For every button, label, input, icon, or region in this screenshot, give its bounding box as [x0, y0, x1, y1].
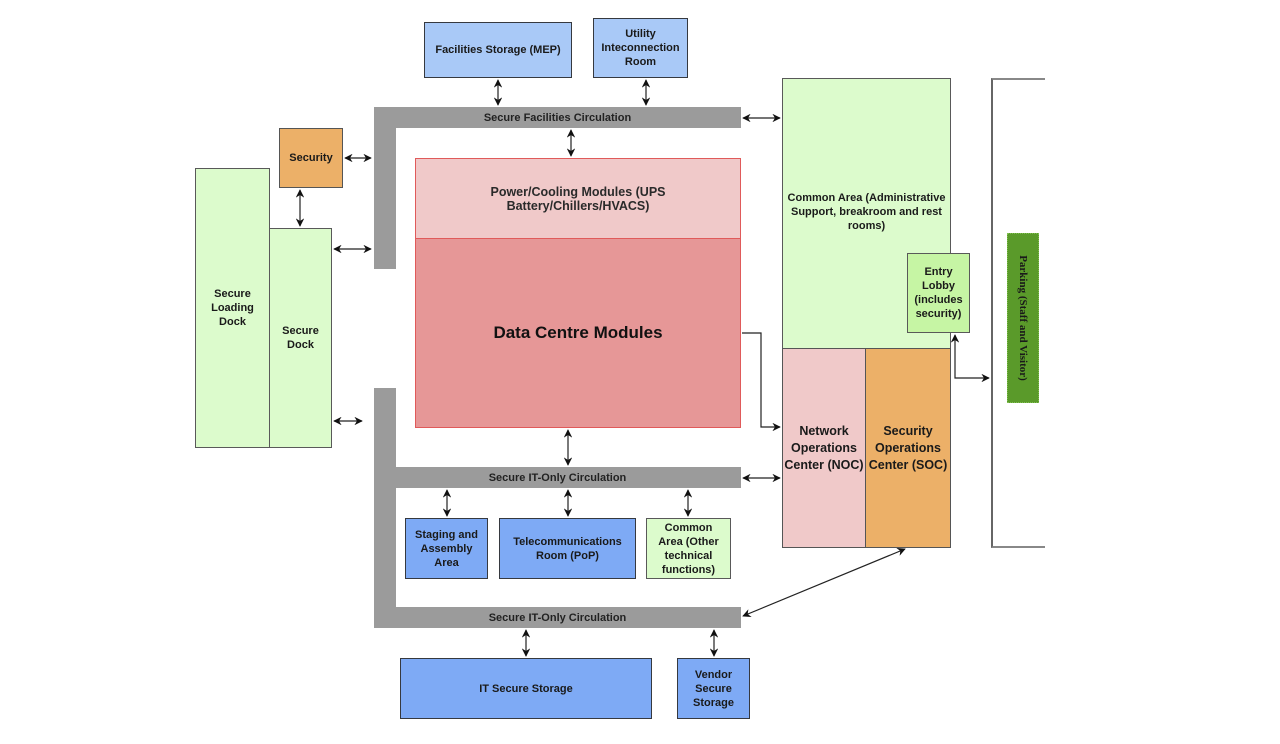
- facilities-storage-node: Facilities Storage (MEP): [424, 22, 572, 78]
- security-label: Security: [289, 152, 333, 164]
- it-circulation-bar-1: Secure IT-Only Circulation: [374, 467, 741, 488]
- edge-lobby-parking: [950, 334, 990, 383]
- common-area-admin-node: Common Area (Administrative Support, bre…: [782, 78, 951, 349]
- facilities-storage-label: Facilities Storage (MEP): [435, 44, 561, 56]
- secure-dock-label: Secure Dock: [282, 325, 319, 351]
- entry-lobby-node: Entry Lobby (includes security): [907, 253, 970, 333]
- it-circulation-spine: [374, 388, 396, 628]
- parking-node: Parking (Staff and Visitor): [1007, 233, 1039, 403]
- vendor-storage-label: Vendor Secure Storage: [693, 668, 734, 709]
- common-area-tech-node: Common Area (Other technical functions): [646, 518, 731, 579]
- data-centre-label: Data Centre Modules: [493, 323, 663, 342]
- noc-label: Network Operations Center (NOC): [784, 423, 864, 472]
- secure-loading-dock-label: Secure Loading Dock: [211, 288, 254, 328]
- soc-node: Security Operations Center (SOC): [865, 348, 951, 548]
- it-circulation-bar-2: Secure IT-Only Circulation: [374, 607, 741, 628]
- telecom-label: Telecommunications Room (PoP): [513, 535, 622, 562]
- facilities-circulation-label: Secure Facilities Circulation: [483, 111, 632, 124]
- power-cooling-node: Power/Cooling Modules (UPS Battery/Chill…: [415, 158, 741, 239]
- facilities-circulation-spine: [374, 107, 396, 269]
- utility-room-node: Utility Inteconnection Room: [593, 18, 688, 78]
- soc-label: Security Operations Center (SOC): [868, 423, 948, 472]
- utility-room-label: Utility Inteconnection Room: [601, 28, 680, 68]
- noc-node: Network Operations Center (NOC): [782, 348, 866, 548]
- staging-label: Staging and Assembly Area: [415, 528, 478, 569]
- it-circulation-label-1: Secure IT-Only Circulation: [488, 471, 627, 484]
- it-circulation-label-2: Secure IT-Only Circulation: [488, 611, 627, 624]
- data-centre-node: Data Centre Modules: [415, 238, 741, 428]
- edge-it2-soc: [742, 548, 906, 617]
- parking-label: Parking (Staff and Visitor): [1017, 255, 1029, 381]
- it-storage-label: IT Secure Storage: [479, 682, 573, 695]
- security-node: Security: [279, 128, 343, 188]
- common-area-tech-label: Common Area (Other technical functions): [658, 521, 719, 576]
- secure-loading-dock-node: Secure Loading Dock: [195, 168, 270, 448]
- vendor-storage-node: Vendor Secure Storage: [677, 658, 750, 719]
- edge-datacentre-noc: [742, 332, 781, 432]
- entry-lobby-label: Entry Lobby (includes security): [914, 266, 963, 320]
- secure-dock-node: Secure Dock: [269, 228, 332, 448]
- staging-node: Staging and Assembly Area: [405, 518, 488, 579]
- common-area-admin-label: Common Area (Administrative Support, bre…: [787, 192, 946, 232]
- power-cooling-label: Power/Cooling Modules (UPS Battery/Chill…: [490, 184, 666, 213]
- telecom-node: Telecommunications Room (PoP): [499, 518, 636, 579]
- parking-boundary: [991, 78, 1045, 548]
- it-storage-node: IT Secure Storage: [400, 658, 652, 719]
- facilities-circulation-bar: Secure Facilities Circulation: [374, 107, 741, 128]
